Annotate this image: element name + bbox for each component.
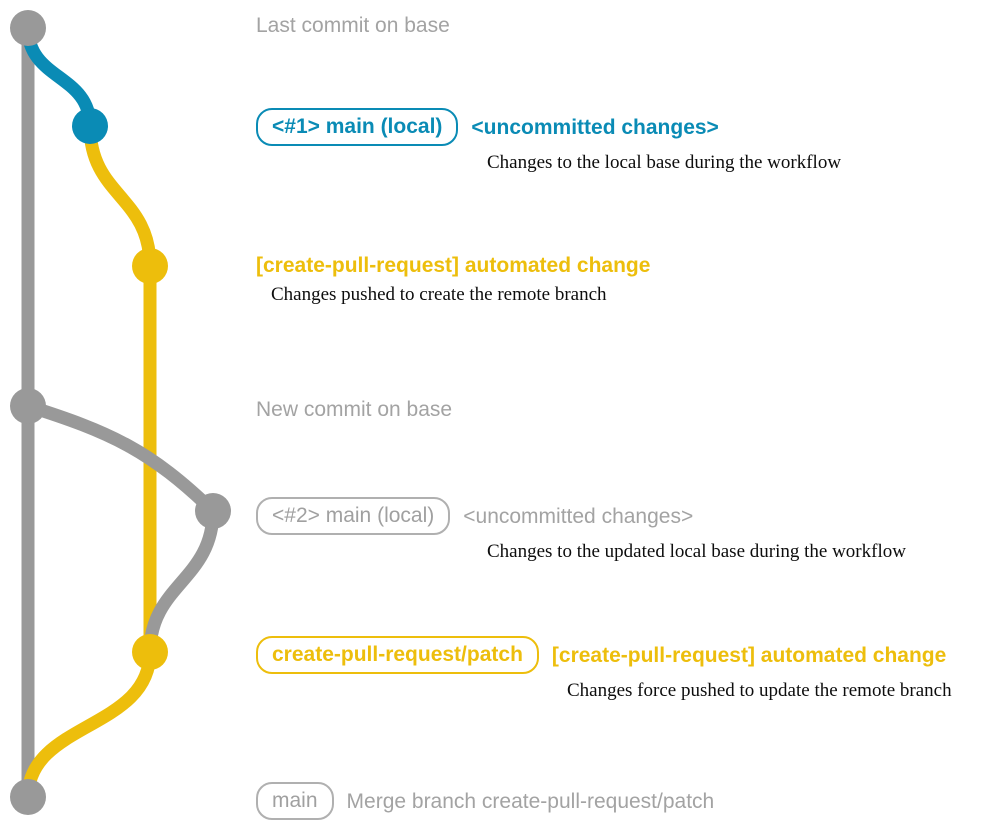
branch-graph-svg xyxy=(10,10,231,815)
commit-row-local-1: <#1> main (local) <uncommitted changes> … xyxy=(256,108,841,174)
commit-row-main: New commit on base xyxy=(256,397,452,422)
commit-row-last-commit-on-base: Last commit on base xyxy=(256,13,450,38)
commit-node-new-commit-on-base[interactable] xyxy=(10,388,46,424)
yellow-merge-line xyxy=(21,645,157,804)
commit-node-local-2[interactable] xyxy=(195,493,231,529)
commit-row-main: create-pull-request/patch [create-pull-r… xyxy=(256,636,946,674)
commit-description-patch-update: Changes force pushed to update the remot… xyxy=(567,680,952,701)
commit-row-patch-update: create-pull-request/patch [create-pull-r… xyxy=(256,636,952,702)
commit-row-local-2: <#2> main (local) <uncommitted changes> … xyxy=(256,497,906,563)
commit-description-local-2: Changes to the updated local base during… xyxy=(487,541,906,562)
commit-node-merge[interactable] xyxy=(10,779,46,815)
commit-node-patch-update[interactable] xyxy=(132,634,168,670)
branch-pill-main[interactable]: main xyxy=(256,782,334,820)
commit-row-main: <#2> main (local) <uncommitted changes> xyxy=(256,497,693,535)
branch-pill-main-local-2[interactable]: <#2> main (local) xyxy=(256,497,451,535)
commit-subject-merge: Merge branch create-pull-request/patch xyxy=(346,789,715,813)
commit-row-patch-create: [create-pull-request] automated change C… xyxy=(256,253,650,306)
commit-row-main: Last commit on base xyxy=(256,13,450,38)
branch-pill-create-pull-request-patch[interactable]: create-pull-request/patch xyxy=(256,636,539,674)
commit-subject-patch-update: [create-pull-request] automated change xyxy=(551,643,947,667)
commit-subject-local-2: <uncommitted changes> xyxy=(463,504,694,528)
commit-node-local-1[interactable] xyxy=(72,108,108,144)
commit-description-patch-create: Changes pushed to create the remote bran… xyxy=(271,284,607,305)
commit-row-merge: main Merge branch create-pull-request/pa… xyxy=(256,782,714,820)
gray-branch-line-to-n6 xyxy=(143,504,220,659)
branch-pill-main-local-1[interactable]: <#1> main (local) xyxy=(256,108,459,146)
commit-row-main: <#1> main (local) <uncommitted changes> xyxy=(256,108,719,146)
commit-row-main: main Merge branch create-pull-request/pa… xyxy=(256,782,714,820)
commit-row-new-commit-on-base: New commit on base xyxy=(256,397,452,422)
commit-row-main: [create-pull-request] automated change xyxy=(256,253,650,278)
commit-description-local-1: Changes to the local base during the wor… xyxy=(487,152,842,173)
gray-branch-line-to-n5 xyxy=(21,399,220,518)
commit-subject-patch-create: [create-pull-request] automated change xyxy=(256,254,651,277)
commit-subject-last-commit-on-base: Last commit on base xyxy=(256,14,450,37)
commit-node-last-commit-on-base[interactable] xyxy=(10,10,46,46)
commit-subject-local-1: <uncommitted changes> xyxy=(471,115,719,139)
commit-node-patch-create[interactable] xyxy=(132,248,168,284)
commit-subject-new-commit-on-base: New commit on base xyxy=(256,398,453,421)
yellow-branch-line-1 xyxy=(83,119,157,273)
